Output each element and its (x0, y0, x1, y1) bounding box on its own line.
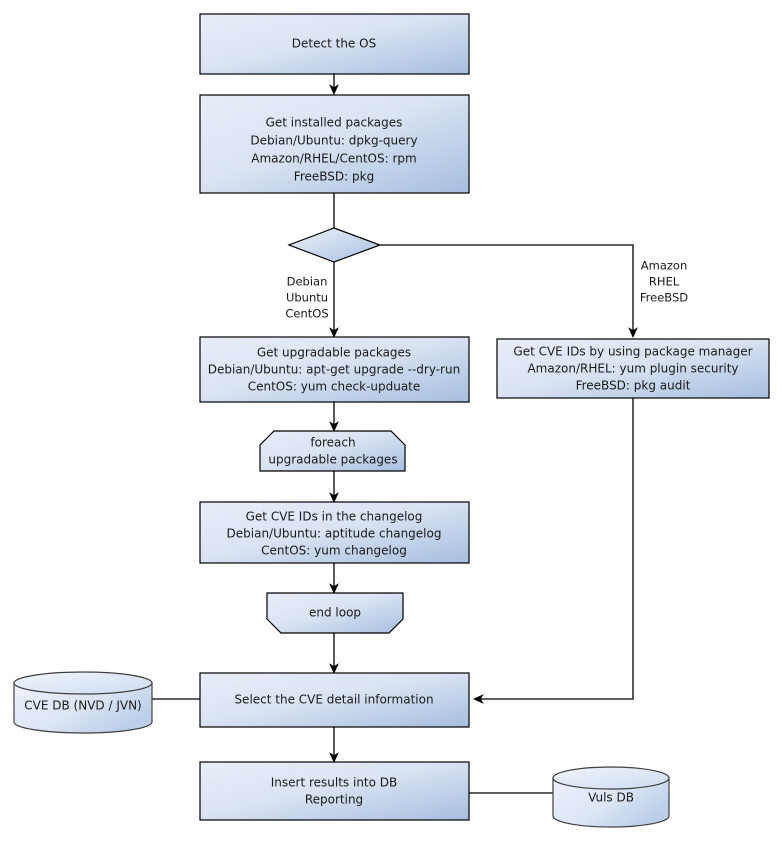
edge-pkgmanager-to-select (473, 398, 634, 704)
get-installed-packages-box[interactable] (199, 94, 470, 194)
foreach-loop-start-line-1: foreach (310, 436, 355, 450)
insert-results-box[interactable] (199, 761, 470, 821)
get-upgradable-packages-line-2: Debian/Ubuntu: apt-get upgrade --dry-run (208, 363, 460, 377)
detect-os-box[interactable] (199, 13, 470, 75)
detect-os-label: Detect the OS (292, 37, 376, 51)
select-cve-detail-label: Select the CVE detail information (234, 693, 433, 707)
edge-decision-to-pkgmanager (380, 244, 638, 338)
vuls-db-cylinder-body[interactable] (552, 777, 670, 828)
insert-results-line-1: Insert results into DB (271, 776, 398, 790)
node-select-cve-detail[interactable]: Select the CVE detail information (199, 672, 470, 728)
cve-db-label: CVE DB (NVD / JVN) (24, 699, 141, 713)
node-end-loop[interactable]: end loop (266, 592, 404, 634)
node-get-installed-packages[interactable]: Get installed packages Debian/Ubuntu: dp… (199, 94, 470, 194)
get-upgradable-packages-line-3: CentOS: yum check-upduate (248, 380, 421, 394)
left-branch-line-1: Debian (287, 275, 328, 289)
left-branch-line-2: Ubuntu (286, 291, 328, 305)
node-foreach-loop-start[interactable]: foreach upgradable packages (259, 430, 406, 472)
foreach-loop-start-box[interactable] (259, 430, 406, 472)
end-loop-box[interactable] (266, 592, 404, 634)
foreach-loop-start-line-2: upgradable packages (268, 453, 397, 467)
get-cve-ids-changelog-line-3: CentOS: yum changelog (261, 544, 407, 558)
connector-layer (152, 74, 638, 794)
vuls-db-label: Vuls DB (588, 791, 634, 805)
get-upgradable-packages-line-1: Get upgradable packages (257, 346, 411, 360)
left-branch-line-3: CentOS (285, 307, 328, 321)
vuls-db-cylinder-top (552, 766, 670, 790)
node-get-upgradable-packages[interactable]: Get upgradable packages Debian/Ubuntu: a… (199, 336, 470, 403)
cve-db-cylinder-top (13, 671, 153, 695)
get-installed-packages-line-1: Get installed packages (266, 116, 403, 130)
node-vuls-db[interactable]: Vuls DB (552, 766, 670, 828)
node-insert-results[interactable]: Insert results into DB Reporting (199, 761, 470, 821)
node-cve-db[interactable]: CVE DB (NVD / JVN) (13, 671, 153, 734)
right-branch-line-1: Amazon (641, 259, 687, 273)
end-loop-label: end loop (309, 606, 361, 620)
select-cve-detail-box[interactable] (199, 672, 470, 728)
node-os-decision[interactable] (287, 227, 382, 263)
right-branch-line-3: FreeBSD (640, 291, 688, 305)
get-cve-ids-package-manager-line-3: FreeBSD: pkg audit (576, 379, 691, 393)
node-get-cve-ids-package-manager[interactable]: Get CVE IDs by using package manager Ama… (496, 338, 770, 399)
get-installed-packages-line-3: Amazon/RHEL/CentOS: rpm (251, 152, 416, 166)
os-decision-diamond[interactable] (287, 227, 382, 263)
get-cve-ids-package-manager-line-1: Get CVE IDs by using package manager (513, 345, 752, 359)
get-cve-ids-changelog-line-2: Debian/Ubuntu: aptitude changelog (227, 527, 442, 541)
get-installed-packages-line-2: Debian/Ubuntu: dpkg-query (250, 134, 417, 148)
cve-db-cylinder-body[interactable] (13, 682, 153, 734)
node-get-cve-ids-changelog[interactable]: Get CVE IDs in the changelog Debian/Ubun… (199, 501, 470, 564)
edge-label-right-branch: Amazon RHEL FreeBSD (640, 259, 688, 305)
get-cve-ids-package-manager-line-2: Amazon/RHEL: yum plugin security (527, 362, 738, 376)
right-branch-line-2: RHEL (649, 275, 680, 289)
get-cve-ids-changelog-line-1: Get CVE IDs in the changelog (246, 510, 423, 524)
get-cve-ids-changelog-box[interactable] (199, 501, 470, 564)
node-detect-os[interactable]: Detect the OS (199, 13, 470, 75)
get-upgradable-packages-box[interactable] (199, 336, 470, 403)
get-cve-ids-package-manager-box[interactable] (496, 338, 770, 399)
insert-results-line-2: Reporting (305, 793, 363, 807)
edge-label-left-branch: Debian Ubuntu CentOS (285, 275, 328, 321)
get-installed-packages-line-4: FreeBSD: pkg (294, 170, 374, 184)
